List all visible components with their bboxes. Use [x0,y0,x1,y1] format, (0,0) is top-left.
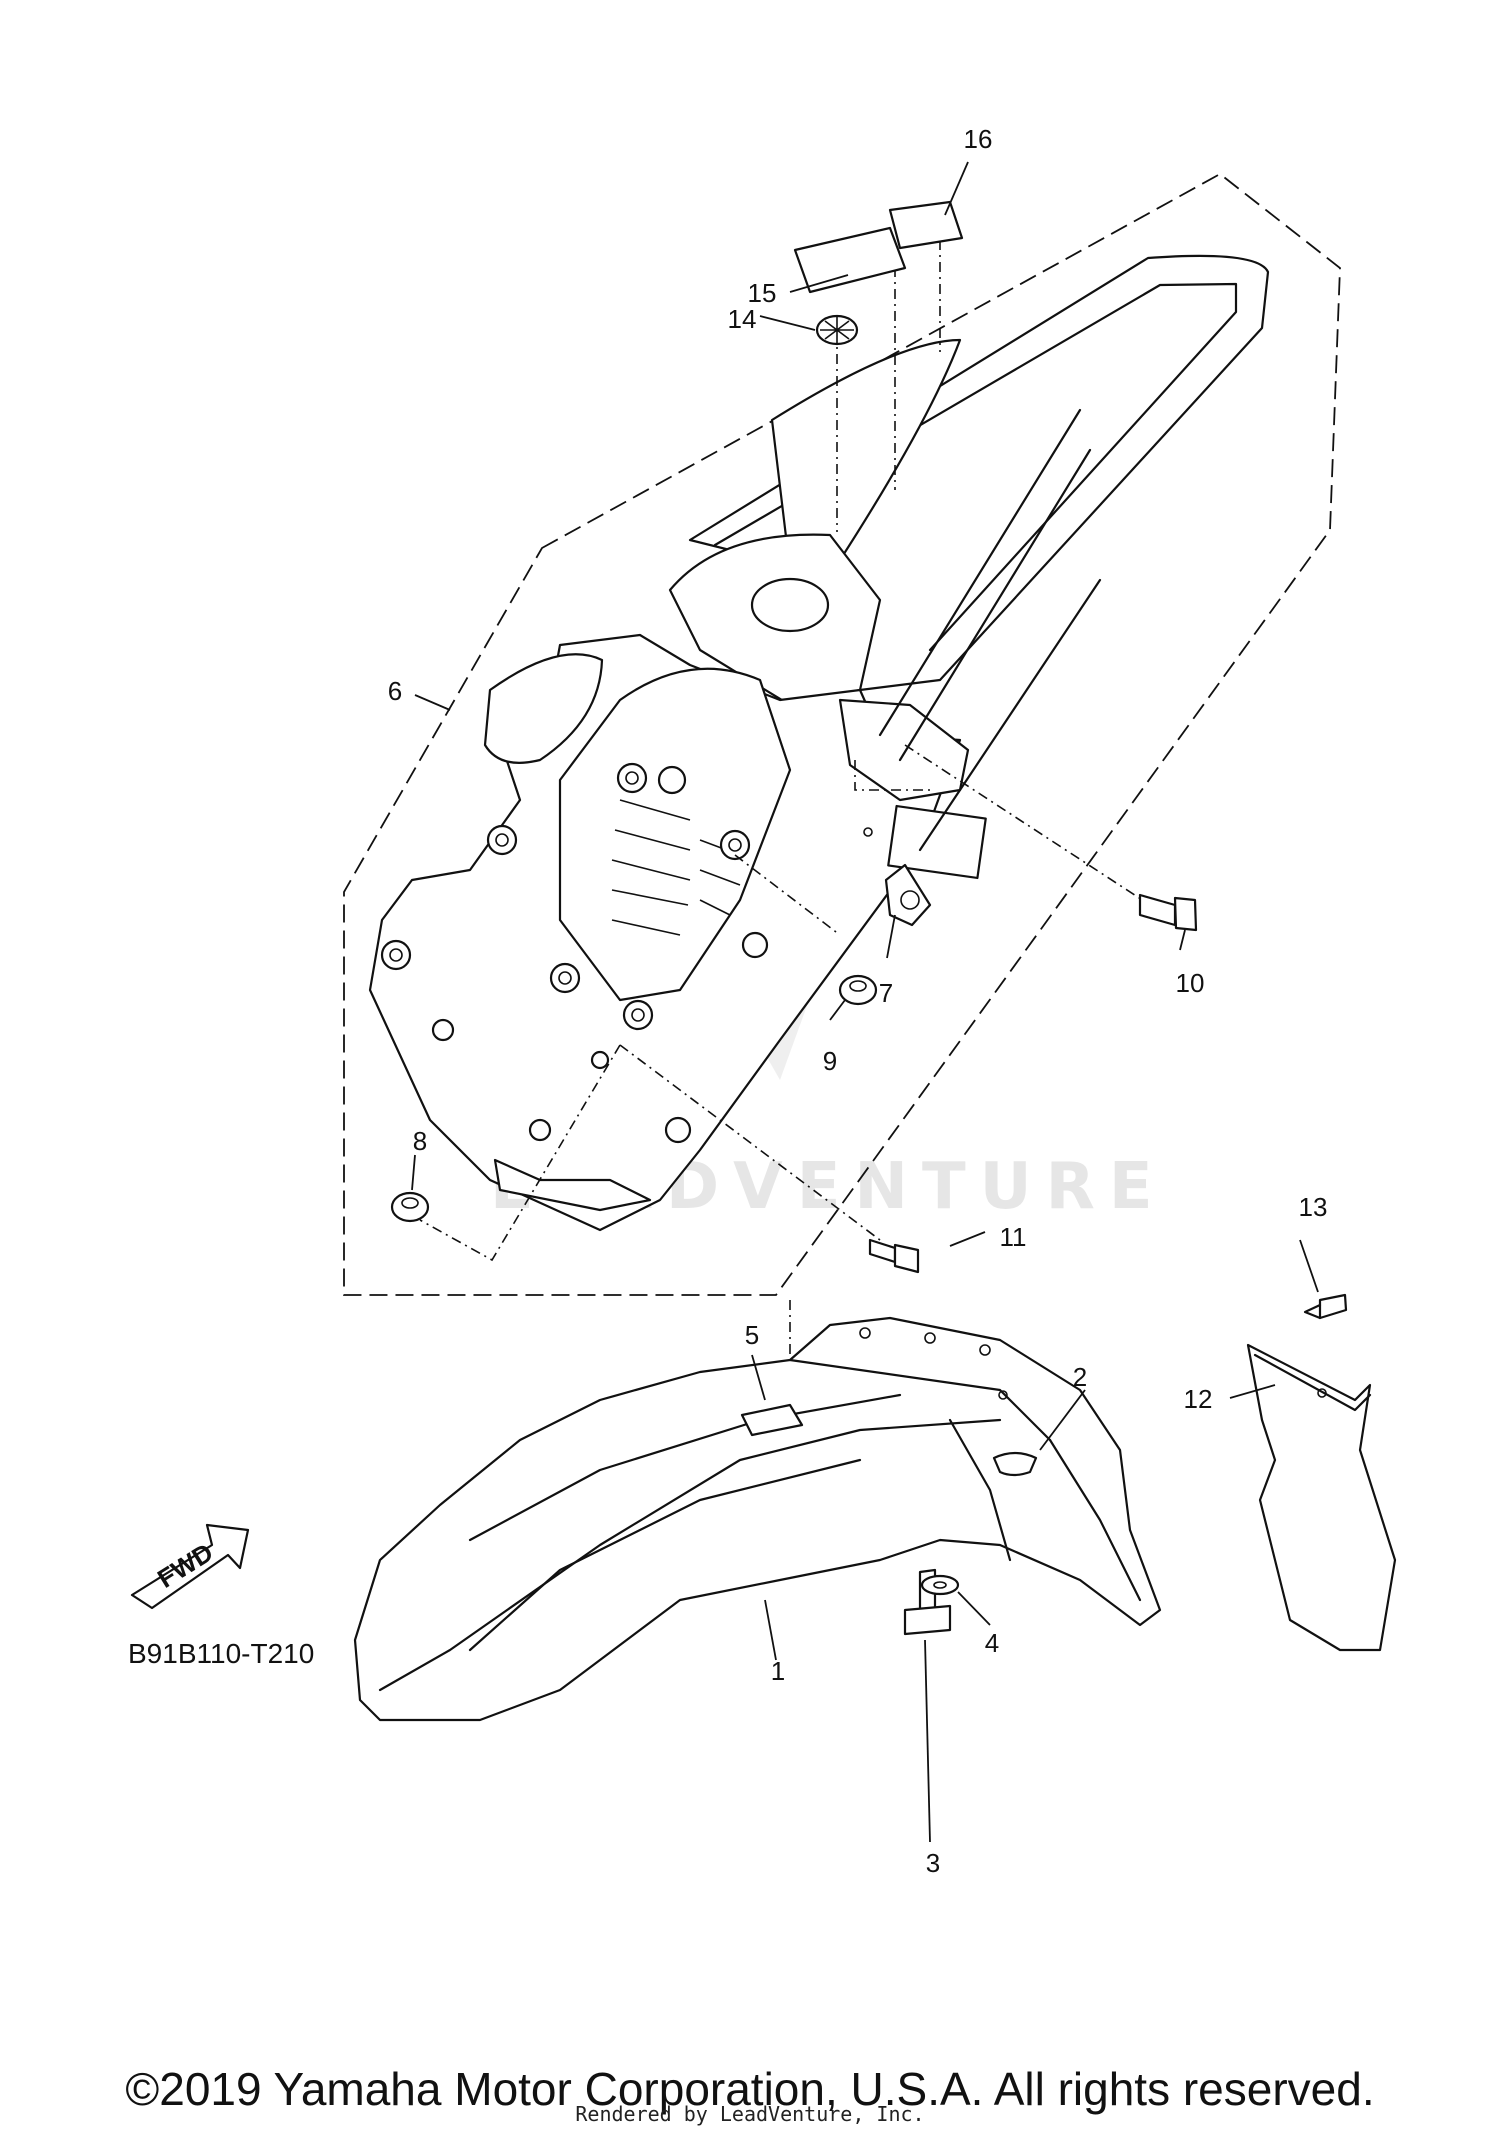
callout-10: 10 [1176,968,1205,998]
grommet-part-2[interactable] [992,1451,1038,1477]
callout-11: 11 [1000,1222,1027,1252]
rear-fender-group-outline [343,172,1341,1296]
callout-5: 5 [745,1320,759,1350]
washer-part-4[interactable] [920,1574,960,1596]
callout-3: 3 [926,1848,940,1878]
rear-fender-part-6[interactable] [368,254,1270,1232]
fork-guard-part-12[interactable] [1246,1343,1397,1652]
bolt-part-11[interactable] [868,1238,920,1274]
grommet-part-9[interactable] [838,974,878,1006]
callout-7: 7 [879,978,893,1008]
callout-9: 9 [823,1046,837,1076]
decal-part-5[interactable] [740,1403,804,1437]
callout-16: 16 [964,124,993,154]
callout-8: 8 [413,1126,427,1156]
callout-numbers: 16 15 14 6 7 9 10 8 11 13 5 2 12 1 4 3 [388,124,1328,1878]
fwd-arrow: FWD [130,1523,250,1610]
copyright-notice: ©2019 Yamaha Motor Corporation, U.S.A. A… [125,2063,1375,2115]
screw-part-13[interactable] [1303,1293,1348,1320]
callout-4: 4 [985,1628,999,1658]
grommet-part-8[interactable] [390,1191,430,1223]
callout-1: 1 [771,1656,785,1686]
diagram-code: B91B110-T210 [128,1638,315,1669]
decal-part-15[interactable] [793,226,907,294]
callout-leaders [411,161,1319,1843]
front-fender-part-1[interactable] [353,1316,1162,1722]
rendered-by-credit: Rendered by LeadVenture, Inc. [575,2102,925,2126]
callout-12: 12 [1184,1384,1213,1414]
callout-14: 14 [728,304,757,334]
bolt-part-10[interactable] [1138,893,1198,932]
callout-6: 6 [388,676,402,706]
callout-2: 2 [1073,1362,1087,1392]
decal-part-16[interactable] [888,200,964,250]
nut-part-7[interactable] [884,863,932,927]
callout-13: 13 [1299,1192,1328,1222]
callout-15: 15 [748,278,777,308]
emblem-part-14[interactable] [815,314,859,346]
